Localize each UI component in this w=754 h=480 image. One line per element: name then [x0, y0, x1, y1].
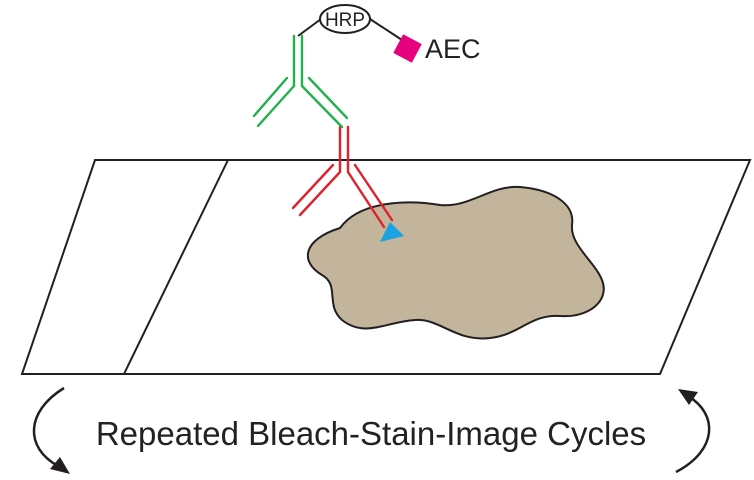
- aec-label: AEC: [425, 34, 481, 64]
- secondary-antibody: [252, 34, 349, 129]
- slide-label-divider: [123, 159, 229, 375]
- right-arrowhead: [678, 389, 698, 405]
- hrp-conjugate: HRP: [297, 4, 406, 43]
- left-arrowhead: [50, 457, 70, 474]
- primary-antibody: [291, 125, 394, 229]
- right-curved-arrow: [675, 394, 711, 474]
- curved-arrows-icon: [32, 386, 711, 474]
- hrp-linker-right: [369, 18, 406, 43]
- cycle-caption: Repeated Bleach-Stain-Image Cycles: [96, 415, 646, 452]
- aec-square-icon: [393, 34, 422, 63]
- left-curved-arrow: [32, 386, 65, 468]
- antigen-triangle: [380, 222, 404, 242]
- hrp-linker-left: [297, 18, 322, 37]
- hrp-label: HRP: [325, 10, 365, 31]
